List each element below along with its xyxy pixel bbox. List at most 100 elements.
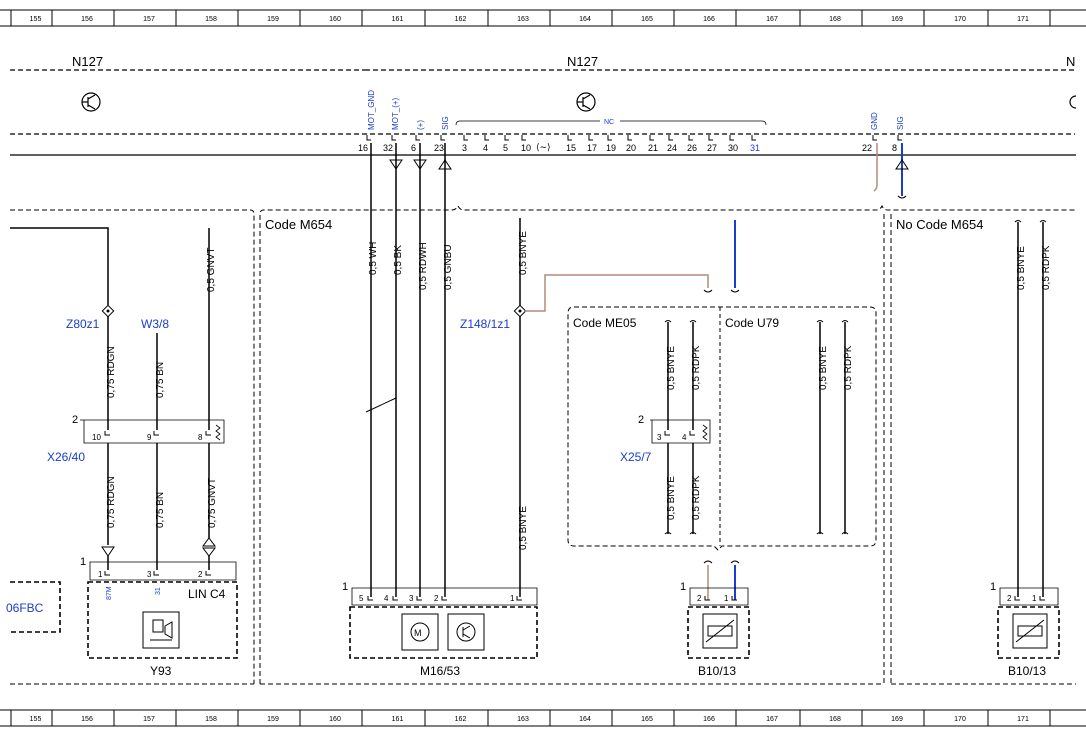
- pin-signal-label: MOT_(+): [391, 97, 400, 130]
- ruler-number: 160: [329, 716, 341, 723]
- connector-label: X25/7: [620, 450, 652, 464]
- ruler-number: 164: [579, 16, 591, 23]
- component-label: B10/13: [1008, 664, 1046, 678]
- wire-label: 0,75 GNVT: [207, 478, 218, 528]
- component-m16-53: 1 5 4 3 2 1 M: [342, 581, 538, 659]
- module-label-center: N127: [567, 54, 598, 69]
- svg-text:1: 1: [680, 581, 686, 593]
- pin-number: 32: [383, 143, 393, 153]
- module-label-right: N: [1066, 54, 1075, 69]
- svg-text:2: 2: [198, 570, 203, 579]
- transistor-icon: [576, 92, 596, 112]
- svg-text:4: 4: [384, 594, 389, 603]
- component-label: B10/13: [698, 664, 736, 678]
- ruler-number: 157: [143, 16, 155, 23]
- wire-label: 0,5 RDWH: [418, 242, 429, 290]
- svg-text:5: 5: [359, 594, 364, 603]
- ruler-number: 169: [891, 716, 903, 723]
- pin-number: 30: [728, 143, 738, 153]
- pin-number: 23: [434, 143, 444, 153]
- module-label-left: N127: [72, 54, 103, 69]
- ruler-number: 156: [81, 716, 93, 723]
- wire-label: 0,5 RDPK: [691, 475, 702, 520]
- wire-label: 0,75 BN: [155, 362, 166, 398]
- pin-number: 4: [483, 143, 488, 153]
- pin-number: 10: [521, 143, 531, 153]
- pin-number: 17: [587, 143, 597, 153]
- wire-label: 0,75 RDGN: [106, 476, 117, 528]
- pin-number: 19: [606, 143, 616, 153]
- splice-z148: [513, 304, 527, 318]
- component-label: Y93: [150, 664, 172, 678]
- wire-label: 0,5 GNBU: [443, 244, 454, 290]
- wire-label: 0,75 BN: [155, 492, 166, 528]
- svg-text:M: M: [414, 628, 422, 638]
- ruler-number: 166: [703, 16, 715, 23]
- component-label: M16/53: [420, 664, 460, 678]
- connector-x26-40: 2 10 9 8: [72, 414, 225, 444]
- wire-label: 0,5 BNYE: [1016, 246, 1027, 290]
- ruler-number: 165: [641, 16, 653, 23]
- wire-label: 0,5 WH: [368, 242, 379, 275]
- pin-number: 21: [648, 143, 658, 153]
- ruler-number: 155: [30, 716, 42, 723]
- ruler-number: 170: [954, 16, 966, 23]
- splice-label: Z80z1: [66, 317, 100, 331]
- pin-number: 3: [462, 143, 467, 153]
- transistor-icon: [81, 92, 101, 112]
- nc-label: NC: [604, 119, 614, 126]
- svg-text:2: 2: [697, 594, 702, 603]
- svg-text:2: 2: [434, 594, 439, 603]
- component-b10-13-b: 1 2 1: [990, 581, 1060, 659]
- wire-label: 0,5 BNYE: [818, 346, 829, 390]
- section-code-me05: Code ME05: [573, 316, 637, 330]
- ruler-number: 163: [517, 16, 529, 23]
- splice-z80z1: [101, 304, 115, 318]
- ruler-number: 170: [954, 716, 966, 723]
- ruler-number: 166: [703, 716, 715, 723]
- pin-signal-label: (+): [416, 120, 425, 130]
- wire-label: 0,5 BNYE: [666, 346, 677, 390]
- wire-label: 0,5 BNYE: [518, 506, 529, 550]
- ruler-number: 159: [267, 716, 279, 723]
- pin-number: 8: [892, 143, 897, 153]
- svg-text:1: 1: [342, 581, 348, 593]
- ruler-number: 157: [143, 716, 155, 723]
- wire-label: 0,5 RDPK: [1041, 245, 1052, 290]
- ruler-number: 156: [81, 16, 93, 23]
- ruler-number: 167: [766, 716, 778, 723]
- pin-signal-label: SIG: [441, 116, 450, 130]
- svg-text:⟨∼⟩: ⟨∼⟩: [536, 142, 551, 152]
- wire-label: 0,5 RDPK: [843, 345, 854, 390]
- pin-number: 31: [750, 143, 760, 153]
- svg-text:31: 31: [155, 587, 162, 595]
- svg-text:3: 3: [657, 433, 662, 442]
- component-label-partial: 06FBC: [6, 601, 44, 615]
- ruler-number: 168: [829, 716, 841, 723]
- ruler-number: 162: [455, 716, 467, 723]
- svg-text:1: 1: [724, 594, 729, 603]
- ruler-number: 171: [1017, 16, 1029, 23]
- ruler-number: 163: [517, 716, 529, 723]
- ruler-number: 158: [205, 716, 217, 723]
- ground-label: W3/8: [141, 317, 169, 331]
- ruler-number: 171: [1017, 716, 1029, 723]
- pin-number: 20: [626, 143, 636, 153]
- ruler-number: 169: [891, 16, 903, 23]
- svg-text:1: 1: [98, 570, 103, 579]
- ruler-number: 167: [766, 16, 778, 23]
- svg-text:1: 1: [80, 556, 86, 568]
- wire-label: 0,5 BK: [393, 245, 404, 275]
- svg-text:2: 2: [1007, 594, 1012, 603]
- svg-text:1: 1: [990, 581, 996, 593]
- ruler-number: 161: [392, 716, 404, 723]
- svg-text:87M: 87M: [106, 586, 113, 600]
- section-code-u79: Code U79: [725, 316, 779, 330]
- bottom-ruler: [0, 709, 1086, 727]
- ruler-number: 168: [829, 16, 841, 23]
- ruler-number: 155: [30, 16, 42, 23]
- pin-number: 22: [862, 143, 872, 153]
- section-code-m654: Code M654: [265, 217, 332, 232]
